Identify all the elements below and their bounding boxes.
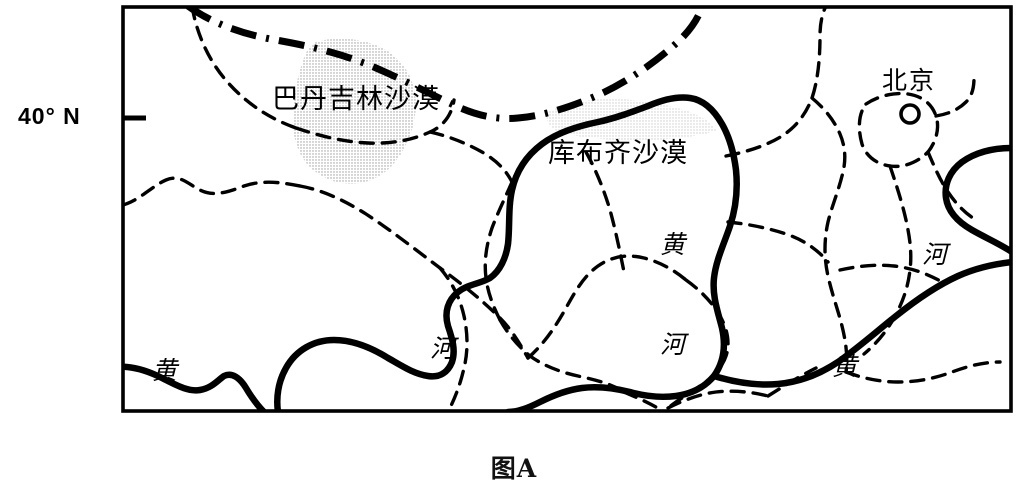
label-river-he-mid: 河 <box>660 330 686 359</box>
national-border <box>185 7 706 122</box>
label-river-he-west: 河 <box>430 334 456 363</box>
yellow-river <box>123 94 1011 411</box>
province-boundaries <box>123 7 1002 411</box>
label-river-he-east: 河 <box>922 240 948 269</box>
province-boundary-inner-mongolia-west <box>190 7 298 130</box>
figure-caption: 图A <box>490 454 538 483</box>
province-boundary-ordos-loop-inner <box>584 150 626 274</box>
label-badain-jaran-desert: 巴丹吉林沙漠 <box>272 84 440 115</box>
province-boundary-ordos-south <box>498 318 626 394</box>
bohai-bay-coastline <box>942 144 1011 256</box>
yellow-river-western-segment <box>123 363 268 411</box>
map-frame <box>121 5 1013 413</box>
province-boundary-alxa-east <box>294 98 456 145</box>
province-boundary-shanxi-west <box>726 220 830 264</box>
national-border-line <box>185 7 706 122</box>
province-boundary-alxa-north <box>428 130 514 184</box>
province-boundary-bohai-inner <box>838 263 944 284</box>
province-boundary-beijing-east <box>934 76 976 118</box>
kubuqi-desert-area <box>546 98 716 141</box>
yellow-river-ordos-loop <box>274 94 740 411</box>
label-river-huang-mid: 黄 <box>660 230 686 259</box>
province-boundary-south-edge <box>666 389 770 410</box>
label-river-huang-west: 黄 <box>152 356 178 385</box>
province-boundary-ordos-mid <box>526 254 688 360</box>
label-kubuqi-desert: 库布齐沙漠 <box>548 138 688 169</box>
province-boundary-gansu-north <box>123 176 302 207</box>
yellow-river-lower-reach <box>710 258 1011 388</box>
province-boundary-shandong-north <box>844 360 1002 384</box>
latitude-label-40n: 40° N <box>18 103 81 129</box>
beijing-city-marker[interactable] <box>899 103 921 125</box>
province-boundary-yellow-north <box>724 7 828 158</box>
label-river-huang-east: 黄 <box>832 352 858 381</box>
province-boundary-hebei-west <box>810 96 849 374</box>
label-beijing: 北京 <box>882 66 937 95</box>
province-boundary-ordos-west <box>483 180 514 322</box>
province-boundary-beijing-ring <box>857 91 940 169</box>
